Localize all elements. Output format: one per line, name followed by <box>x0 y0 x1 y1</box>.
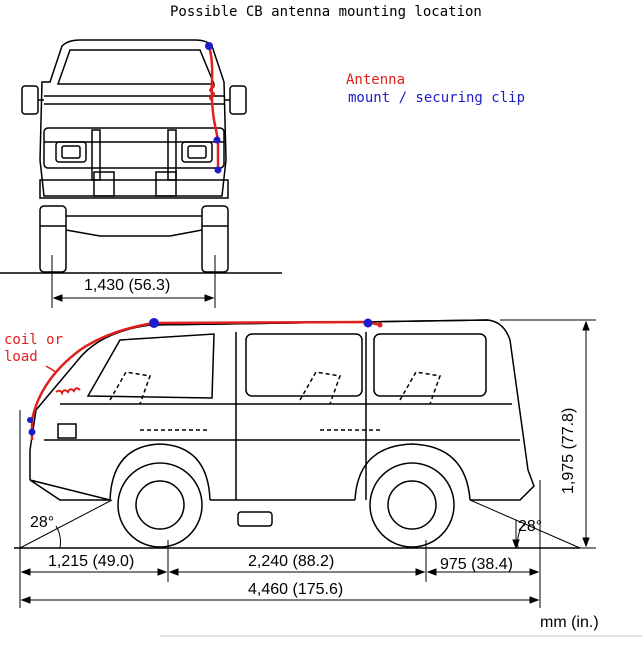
front-antenna <box>205 42 222 174</box>
front-wheel <box>117 462 203 548</box>
side-mount-clip-bumper <box>28 428 36 436</box>
right-headlight <box>181 141 213 163</box>
side-window-middle <box>245 333 363 397</box>
departure-angle-line <box>469 499 581 549</box>
legend-mount-label: mount / securing clip <box>348 90 526 106</box>
side-antenna-coil <box>55 387 81 396</box>
front-antenna-line <box>207 45 220 170</box>
side-window-rear <box>373 333 487 397</box>
side-mount-clip-rear-roof <box>363 318 373 328</box>
front-bumper <box>39 179 229 199</box>
left-headlight <box>55 141 87 163</box>
approach-angle-line <box>19 499 113 549</box>
front-wheel-arch <box>109 443 211 501</box>
side-antenna <box>27 318 383 440</box>
left-mirror <box>21 85 39 115</box>
wheelbase-label: 2,240 (88.2) <box>248 553 335 570</box>
front-body <box>39 39 227 197</box>
front-view <box>0 39 282 274</box>
diagram-title: Possible CB antenna mounting location <box>170 4 482 20</box>
side-dimensions <box>19 319 642 637</box>
track-width-label: 1,430 (56.3) <box>84 277 171 294</box>
departure-angle-label: 28° <box>518 518 543 535</box>
side-view <box>14 319 580 549</box>
right-mirror <box>229 85 247 115</box>
approach-angle-label: 28° <box>30 514 55 531</box>
angle-lines <box>19 499 581 549</box>
coil-pointer <box>45 365 57 373</box>
side-headlight <box>57 423 77 439</box>
height-label: 1,975 (77.8) <box>560 407 577 494</box>
rear-wheel <box>369 462 455 548</box>
rear-wheel-arch <box>354 443 471 501</box>
coil-label-line-1: coil or <box>4 332 64 348</box>
front-mount-clip-top <box>205 42 213 50</box>
side-window-front <box>86 333 215 399</box>
units-label: mm (in.) <box>540 614 599 631</box>
legend-antenna-label: Antenna <box>346 72 406 88</box>
front-windshield <box>56 49 216 85</box>
overall-length-label: 4,460 (175.6) <box>248 581 344 598</box>
coil-label-line-2: load <box>4 349 38 365</box>
side-mount-clip-front-roof <box>149 318 159 328</box>
front-overhang-label: 1,215 (49.0) <box>48 553 135 570</box>
track-width-dimension <box>51 255 216 308</box>
bull-bar <box>43 127 225 169</box>
rear-overhang-label: 975 (38.4) <box>440 556 513 573</box>
front-mount-clip-bottom <box>214 166 222 174</box>
side-body <box>29 319 535 501</box>
front-mount-clip-mid <box>213 136 221 144</box>
front-antenna-coil <box>209 83 215 101</box>
front-left-wheel <box>39 205 67 273</box>
coil-label: coil or load <box>4 332 63 366</box>
side-antenna-line <box>30 320 381 440</box>
